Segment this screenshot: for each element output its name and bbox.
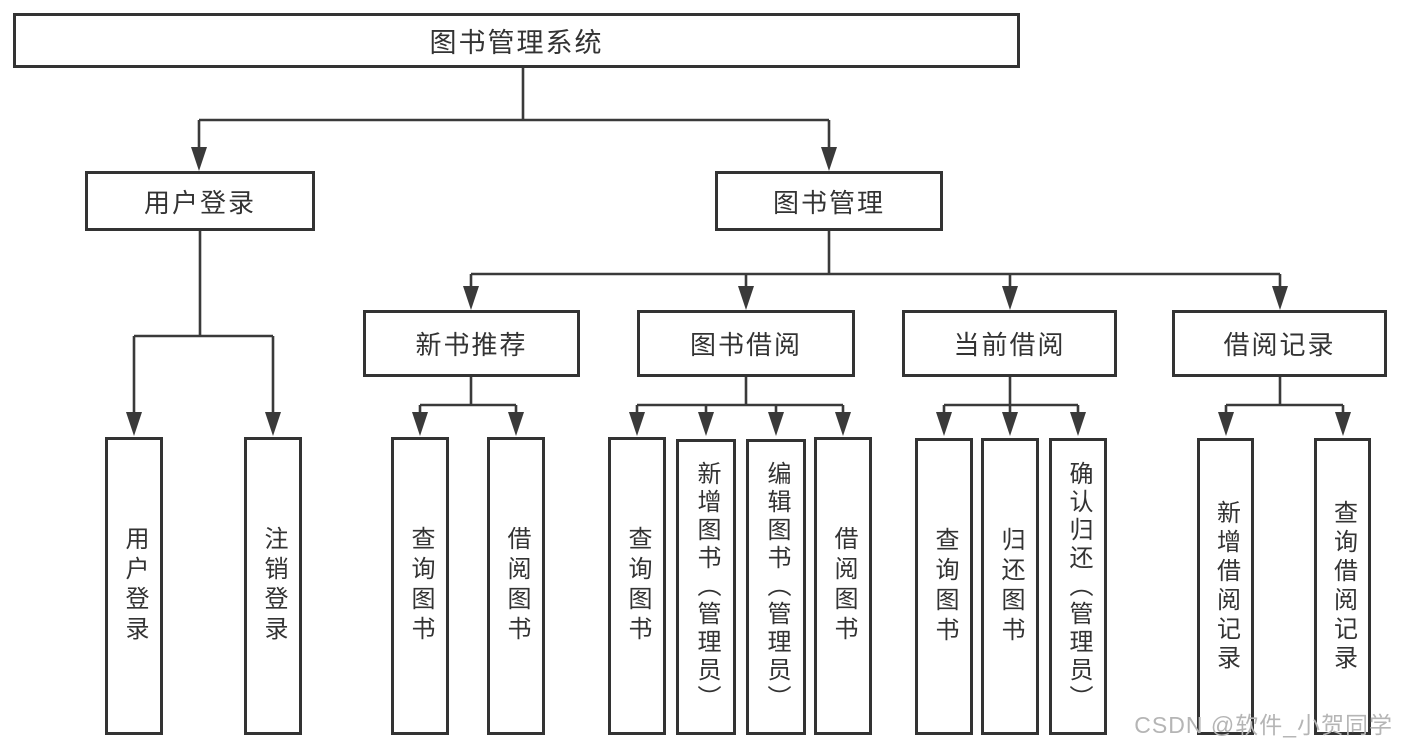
node-root: 图书管理系统 <box>13 13 1020 68</box>
leaf-label: 编辑图书（管理员） <box>763 461 790 713</box>
node-leaf-add-borrow-record: 新增借阅记录 <box>1197 438 1254 735</box>
leaf-label: 查询借阅记录 <box>1329 499 1357 674</box>
node-leaf-logout: 注销登录 <box>244 437 302 735</box>
node-leaf-confirm-return-admin: 确认归还（管理员） <box>1049 438 1107 735</box>
node-leaf-return-books: 归还图书 <box>981 438 1039 735</box>
node-leaf-query-borrow-record: 查询借阅记录 <box>1314 438 1371 735</box>
leaf-label: 查询图书 <box>931 526 958 647</box>
leaf-label: 用户登录 <box>121 526 148 646</box>
node-new-book-recommend: 新书推荐 <box>363 310 580 377</box>
node-current-borrow: 当前借阅 <box>902 310 1117 377</box>
leaf-label: 新增图书（管理员） <box>693 461 720 713</box>
node-leaf-query-books-3: 查询图书 <box>915 438 973 735</box>
node-leaf-borrow-books-1: 借阅图书 <box>487 437 545 735</box>
node-leaf-borrow-books-2: 借阅图书 <box>814 437 872 735</box>
leaf-label: 借阅图书 <box>830 526 857 646</box>
leaf-label: 借阅图书 <box>503 526 530 646</box>
leaf-label: 注销登录 <box>260 526 287 646</box>
arrowhead-icons <box>126 147 1351 436</box>
leaf-label: 归还图书 <box>997 526 1024 647</box>
leaf-label: 新增借阅记录 <box>1212 499 1240 674</box>
node-book-borrow: 图书借阅 <box>637 310 855 377</box>
node-leaf-user-login: 用户登录 <box>105 437 163 735</box>
node-leaf-edit-books-admin: 编辑图书（管理员） <box>746 439 806 735</box>
leaf-label: 查询图书 <box>407 526 434 646</box>
node-user-login: 用户登录 <box>85 171 315 231</box>
node-borrow-records: 借阅记录 <box>1172 310 1387 377</box>
leaf-label: 查询图书 <box>624 526 651 646</box>
node-leaf-add-books-admin: 新增图书（管理员） <box>676 439 736 735</box>
csdn-watermark: CSDN @软件_小贺同学 <box>1134 712 1393 738</box>
leaf-label: 确认归还（管理员） <box>1065 460 1092 713</box>
node-leaf-query-books-2: 查询图书 <box>608 437 666 735</box>
node-leaf-query-books-1: 查询图书 <box>391 437 449 735</box>
node-book-management: 图书管理 <box>715 171 943 231</box>
